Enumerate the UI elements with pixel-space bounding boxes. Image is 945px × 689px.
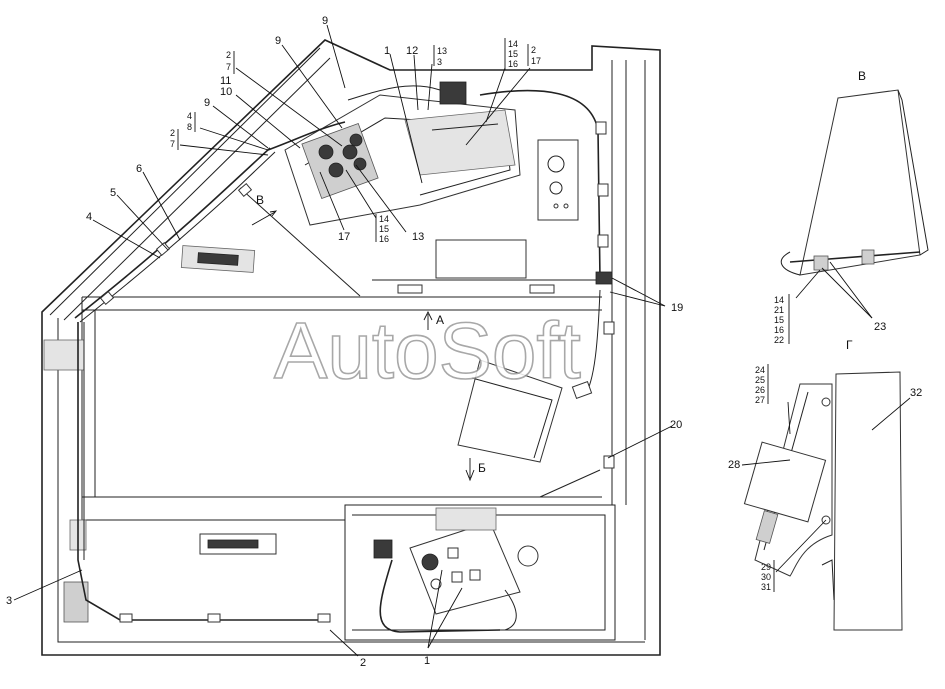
view-g-title: Г xyxy=(846,338,853,352)
callout-3: 3 xyxy=(6,595,12,607)
callout-6: 6 xyxy=(136,163,142,175)
callout-9-left: 9 xyxy=(204,97,210,109)
callout-23: 23 xyxy=(874,321,886,333)
callout-1-top: 1 xyxy=(384,45,390,57)
leader-lines xyxy=(13,24,911,657)
stack-view-g-bottom: 29 30 31 xyxy=(761,560,775,592)
view-v-title: В xyxy=(858,69,866,83)
callout-20: 20 xyxy=(670,419,682,431)
svg-text:7: 7 xyxy=(226,62,231,72)
svg-text:2: 2 xyxy=(226,50,231,60)
svg-text:2: 2 xyxy=(170,128,175,138)
svg-text:16: 16 xyxy=(774,325,784,335)
center-box xyxy=(457,359,593,463)
svg-text:7: 7 xyxy=(170,139,175,149)
svg-text:14: 14 xyxy=(774,295,784,305)
callout-19: 19 xyxy=(671,302,683,314)
view-v xyxy=(780,89,929,276)
callout-9-mid: 9 xyxy=(275,35,281,47)
svg-text:16: 16 xyxy=(379,234,389,244)
svg-text:26: 26 xyxy=(755,385,765,395)
svg-text:15: 15 xyxy=(508,49,518,59)
stack-view-v: 14 21 15 16 22 xyxy=(774,294,790,345)
callout-5: 5 xyxy=(110,187,116,199)
watermark-text: AutoSoft xyxy=(274,306,581,395)
fraction-labels: 2 7 4 8 2 7 2 17 13 3 xyxy=(170,44,541,150)
svg-text:30: 30 xyxy=(761,572,771,582)
stack-view-g-top: 24 25 26 27 xyxy=(755,364,769,405)
callout-2-bottom: 2 xyxy=(360,657,366,669)
svg-text:29: 29 xyxy=(761,562,771,572)
stack-14-15-16-mid: 14 15 16 xyxy=(375,214,389,244)
panel-labels xyxy=(180,245,555,555)
svg-text:15: 15 xyxy=(379,224,389,234)
fraction-13-3: 13 3 xyxy=(433,45,447,67)
svg-text:4: 4 xyxy=(187,111,192,121)
callout-numbers: 9 9 9 11 10 6 5 4 1 12 17 13 19 20 3 2 1… xyxy=(6,15,922,669)
callout-32: 32 xyxy=(910,387,922,399)
callout-12: 12 xyxy=(406,45,418,57)
svg-text:3: 3 xyxy=(437,57,442,67)
svg-text:31: 31 xyxy=(761,582,771,592)
view-arrows: В А Б В Г xyxy=(251,69,866,482)
callout-4: 4 xyxy=(86,211,92,223)
callout-9-top: 9 xyxy=(322,15,328,27)
upper-console xyxy=(267,81,615,469)
fraction-4-8: 4 8 xyxy=(187,111,196,132)
svg-text:15: 15 xyxy=(774,315,784,325)
svg-text:14: 14 xyxy=(379,214,389,224)
callout-17: 17 xyxy=(338,231,350,243)
stack-14-15-16-top: 14 15 16 xyxy=(504,38,518,70)
svg-text:14: 14 xyxy=(508,39,518,49)
svg-text:24: 24 xyxy=(755,365,765,375)
stacked-labels: 14 15 16 14 15 16 14 21 15 16 22 24 25 2… xyxy=(375,38,790,592)
svg-text:25: 25 xyxy=(755,375,765,385)
svg-text:8: 8 xyxy=(187,122,192,132)
fraction-2-7-top: 2 7 xyxy=(226,50,235,74)
svg-text:17: 17 xyxy=(531,56,541,66)
callout-1-bottom: 1 xyxy=(424,655,430,667)
view-v-arrow-label: В xyxy=(256,193,264,207)
svg-text:13: 13 xyxy=(437,46,447,56)
callout-28: 28 xyxy=(728,459,740,471)
view-a-arrow-label: А xyxy=(436,313,444,327)
view-g xyxy=(743,371,903,631)
svg-text:2: 2 xyxy=(531,45,536,55)
svg-text:21: 21 xyxy=(774,305,784,315)
callout-13-bottom: 13 xyxy=(412,231,424,243)
svg-text:27: 27 xyxy=(755,395,765,405)
svg-text:16: 16 xyxy=(508,59,518,69)
lower-console xyxy=(344,504,616,641)
callout-10: 10 xyxy=(220,86,232,98)
view-b-arrow-label: Б xyxy=(478,461,486,475)
fraction-2-7-left: 2 7 xyxy=(170,128,179,150)
fraction-2-17: 2 17 xyxy=(527,44,541,66)
left-harness xyxy=(74,147,331,623)
svg-text:22: 22 xyxy=(774,335,784,345)
callout-11: 11 xyxy=(220,75,231,87)
